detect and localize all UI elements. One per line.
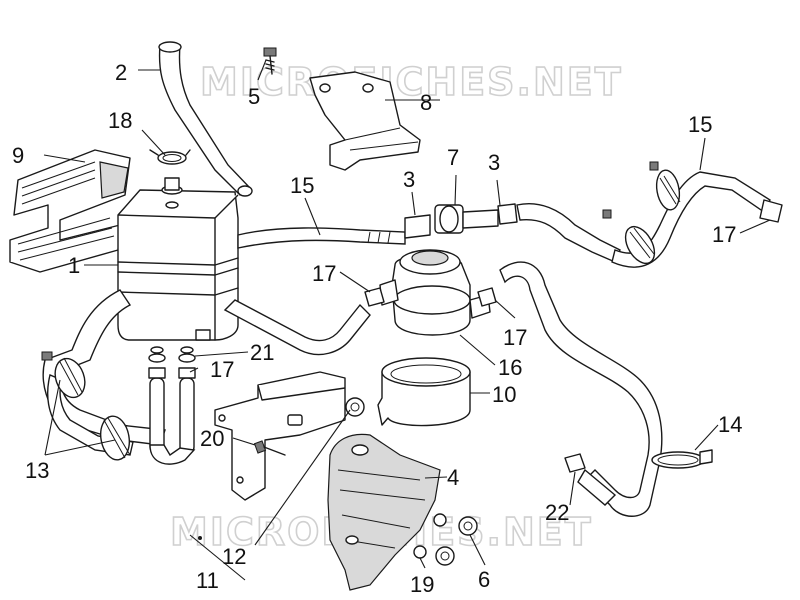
- callout-16: 16: [498, 355, 522, 380]
- callout-21: 21: [250, 340, 274, 365]
- part-14-hose: [499, 261, 713, 517]
- part-1-canister: [117, 177, 239, 341]
- part-12-bracket: [214, 371, 365, 501]
- callout-22: 22: [545, 500, 569, 525]
- part-6-19-hardware: [413, 513, 478, 566]
- part-17-fittings: [150, 287, 497, 354]
- callout-17-left: 17: [210, 357, 234, 382]
- callout-9: 9: [12, 143, 24, 168]
- callout-10: 10: [492, 382, 516, 407]
- part-7-valve: [404, 203, 621, 263]
- part-4-shield: [327, 433, 441, 591]
- callout-17-filter: 17: [312, 261, 336, 286]
- callout-8: 8: [420, 90, 432, 115]
- callout-11: 11: [196, 568, 219, 593]
- part-13-hoses: [41, 289, 166, 461]
- callout-18: 18: [108, 108, 132, 133]
- callout-3-left: 3: [403, 167, 415, 192]
- part-15-hose-right: [602, 161, 783, 268]
- callout-labels: 2 5 8 9 18 1 15 3 7 3 15 17 17 17 16 10 …: [12, 60, 742, 597]
- callout-13: 13: [25, 458, 49, 483]
- vertical-hoses: [148, 353, 196, 465]
- callout-4: 4: [447, 465, 459, 490]
- part-10-bracket: [377, 357, 471, 427]
- callout-1: 1: [68, 253, 80, 278]
- part-15-hose-left: [223, 227, 406, 356]
- part-18-clip: [149, 149, 191, 165]
- callout-6: 6: [478, 567, 490, 592]
- callout-15-right: 15: [688, 112, 712, 137]
- callout-17-lower: 17: [503, 325, 527, 350]
- part-22-fitting: [564, 453, 617, 506]
- callout-5: 5: [248, 84, 260, 109]
- callout-14: 14: [718, 412, 742, 437]
- part-8-bracket: [309, 71, 421, 171]
- leader-lines: [43, 59, 771, 581]
- callout-15-left: 15: [290, 173, 314, 198]
- callout-19: 19: [410, 572, 434, 597]
- callout-17-right: 17: [712, 222, 736, 247]
- part-20-screw: [253, 440, 286, 456]
- part-5-bolt: [263, 47, 277, 75]
- callout-12: 12: [222, 544, 246, 569]
- callout-2: 2: [115, 60, 127, 85]
- part-2-hose: [158, 41, 253, 197]
- part-9-strap: [9, 149, 131, 273]
- callout-3-right: 3: [488, 150, 500, 175]
- part-16-filter: [379, 249, 491, 336]
- callout-7: 7: [447, 145, 459, 170]
- callout-20: 20: [200, 426, 224, 451]
- watermark-top: MICROFICHES.NET: [200, 60, 623, 104]
